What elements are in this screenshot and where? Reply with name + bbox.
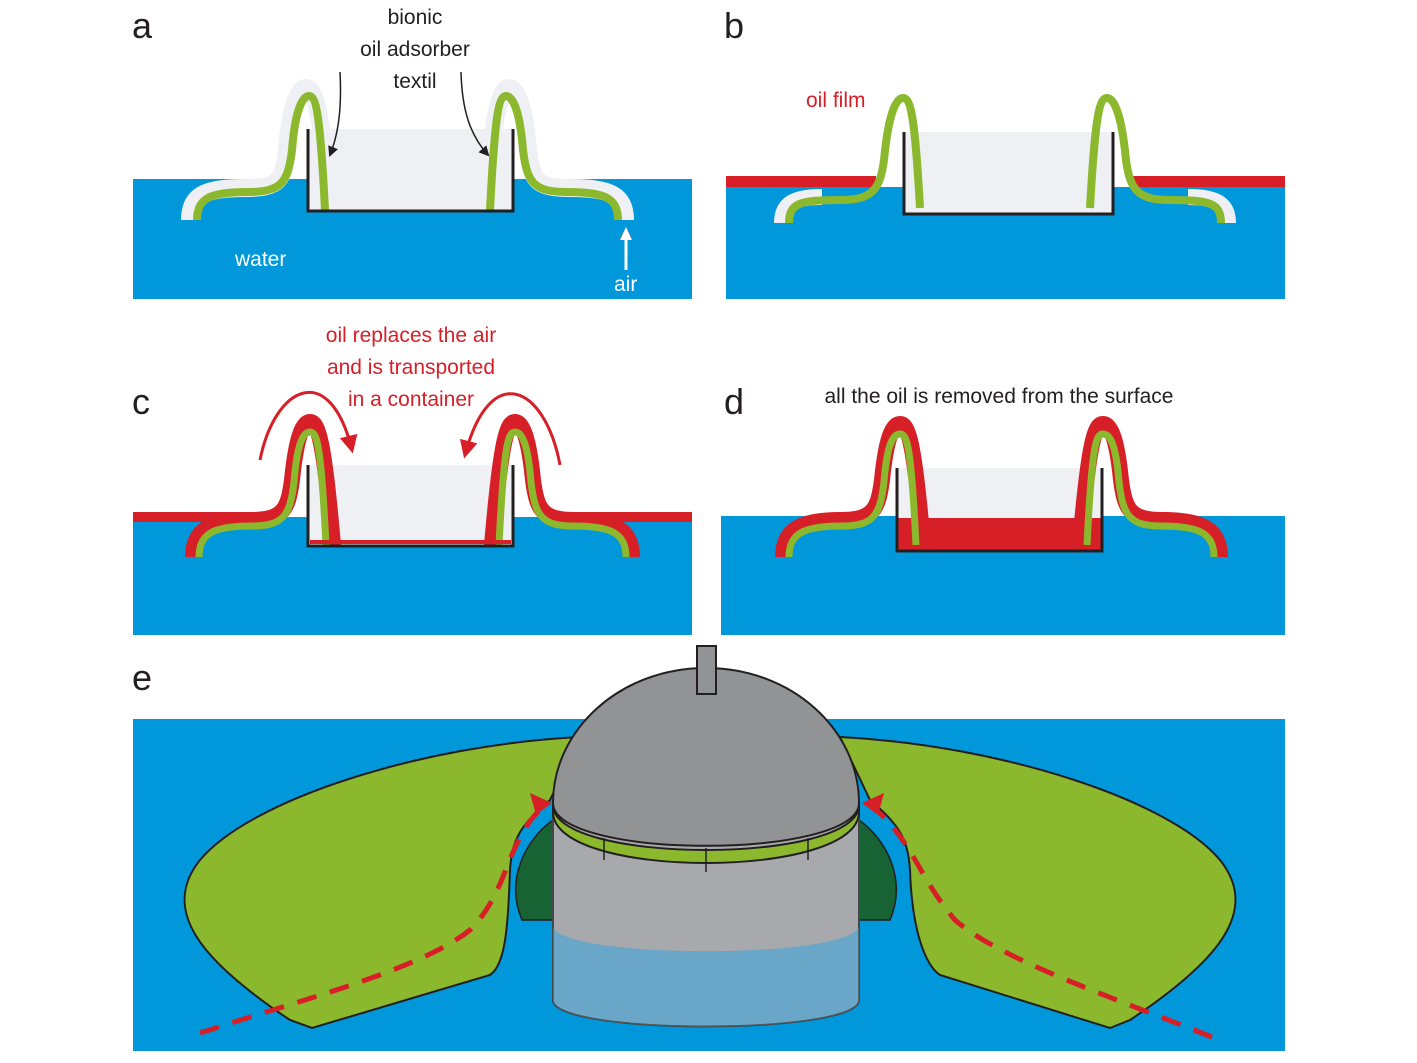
label-water: water: [234, 248, 286, 271]
air-region: [308, 465, 513, 545]
panel-e: e: [132, 645, 1285, 1051]
transport-arrow-right: [459, 392, 562, 466]
textile-left: [193, 91, 329, 221]
oil-film-left: [133, 512, 253, 522]
textile-wing-left: [183, 735, 582, 1030]
caption-c-3: in a container: [348, 388, 474, 411]
cylinder-outline: [552, 815, 860, 1027]
textile-ring: [552, 804, 860, 864]
panel-letter-e: e: [132, 657, 152, 698]
container: [895, 468, 1104, 553]
container-dome: [551, 666, 861, 847]
collected-oil: [897, 518, 1102, 550]
pointer-arrow-left: [328, 71, 342, 157]
oil-film-right: [1132, 176, 1285, 187]
oil-flow-arrowhead-left-icon: [530, 793, 552, 815]
container: [902, 132, 1115, 216]
oil-flow-arrowhead-right-icon: [862, 793, 884, 815]
panel-letter-a: a: [132, 5, 153, 46]
air-region: [904, 132, 1113, 214]
textile-left: [785, 93, 924, 224]
panel-a: a bionic oil adsorber textil water air: [132, 5, 692, 299]
textile-left: [785, 430, 920, 558]
pointer-arrow-right: [460, 71, 490, 157]
label-oil-film: oil film: [806, 89, 866, 112]
caption-d: all the oil is removed from the surface: [825, 385, 1174, 408]
oil-flow-path-left: [199, 803, 547, 1036]
textile-right: [495, 428, 630, 558]
textile-inner-right: [855, 819, 898, 921]
textile-right: [1086, 93, 1225, 224]
textile-right: [1083, 430, 1218, 558]
textile-inner-left: [514, 819, 557, 921]
label-air: air: [614, 273, 637, 296]
oil-film-right: [570, 512, 692, 522]
panel-letter-c: c: [132, 381, 150, 422]
container: [306, 129, 515, 213]
transport-arrow-left: [258, 390, 358, 461]
oil-in-container: [310, 540, 511, 544]
panel-b: b oil film: [724, 5, 1285, 299]
textile-left: [195, 428, 330, 558]
air-arrow-head-icon: [620, 227, 632, 240]
panel-letter-d: d: [724, 381, 744, 422]
textile-wing-right: [838, 735, 1237, 1030]
oil-flow-path-right: [868, 803, 1213, 1040]
panel-d: d all the oil is removed from the surfac…: [721, 381, 1285, 635]
dome-vent-pipe: [696, 645, 717, 695]
container: [306, 465, 515, 548]
textile-right: [486, 91, 622, 221]
label-bionic-1: bionic: [388, 6, 443, 29]
cylinder-water-section: [553, 925, 859, 1027]
panel-c: c oil replaces the air and is transporte…: [132, 324, 692, 635]
caption-c-2: and is transported: [327, 356, 495, 379]
oil-film-left: [726, 176, 876, 187]
label-bionic-2: oil adsorber: [360, 38, 470, 61]
panel-letter-b: b: [724, 5, 744, 46]
caption-c-1: oil replaces the air: [326, 324, 496, 347]
label-bionic-3: textil: [393, 70, 436, 93]
